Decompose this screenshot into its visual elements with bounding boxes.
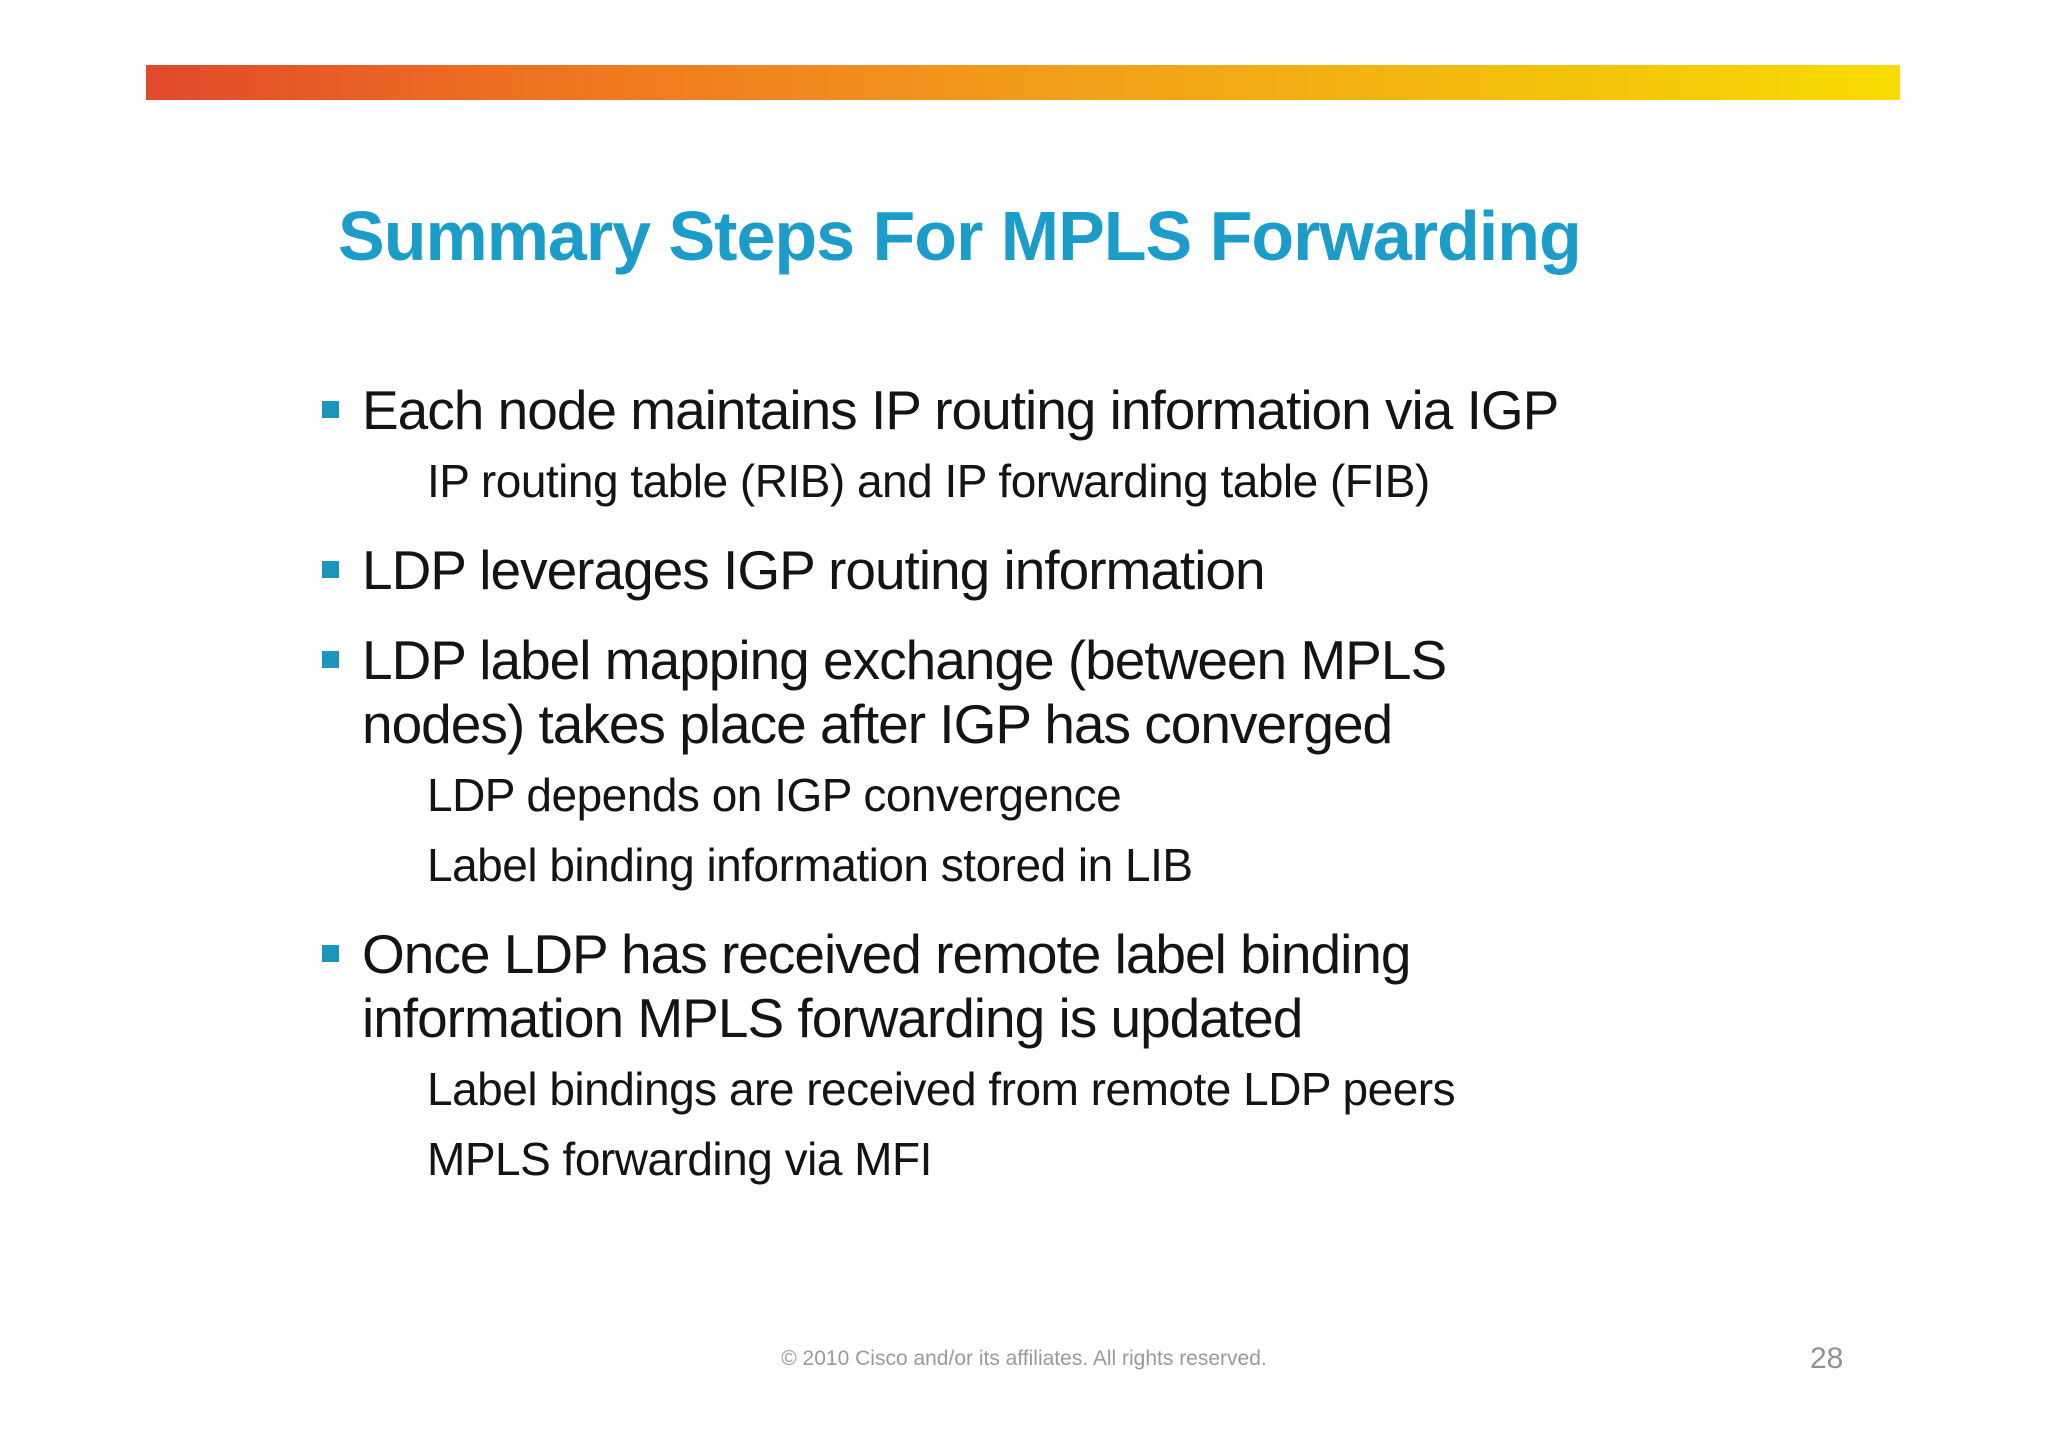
bullet-item: Each node maintains IP routing informati… xyxy=(322,378,1772,442)
sub-bullet-text: Label binding information stored in LIB xyxy=(427,839,1193,891)
bullet-square-icon xyxy=(322,945,339,962)
bullet-text: Each node maintains IP routing informati… xyxy=(362,379,1559,441)
header-gradient-bar xyxy=(146,65,1900,100)
bullet-item: Once LDP has received remote label bindi… xyxy=(322,922,1772,1050)
sub-bullet-text: MPLS forwarding via MFI xyxy=(427,1133,932,1185)
bullet-text: LDP leverages IGP routing information xyxy=(362,539,1266,601)
page-number: 28 xyxy=(1810,1342,1844,1375)
sub-bullet-text: Label bindings are received from remote … xyxy=(427,1063,1456,1115)
bullet-square-icon xyxy=(322,651,339,668)
bullet-list: Each node maintains IP routing informati… xyxy=(322,378,1772,1190)
bullet-item: LDP label mapping exchange (between MPLS… xyxy=(322,628,1772,756)
bullet-text: Once LDP has received remote label bindi… xyxy=(362,923,1411,1049)
bullet-text: LDP label mapping exchange (between MPLS… xyxy=(362,629,1447,755)
bullet-square-icon xyxy=(322,561,339,578)
footer-copyright: © 2010 Cisco and/or its affiliates. All … xyxy=(781,1347,1267,1370)
sub-bullet-text: IP routing table (RIB) and IP forwarding… xyxy=(427,455,1430,507)
sub-bullet-text: LDP depends on IGP convergence xyxy=(427,769,1122,821)
slide-title: Summary Steps For MPLS Forwarding xyxy=(338,197,1582,275)
bullet-square-icon xyxy=(322,401,339,418)
bullet-item: LDP leverages IGP routing information xyxy=(322,538,1772,602)
